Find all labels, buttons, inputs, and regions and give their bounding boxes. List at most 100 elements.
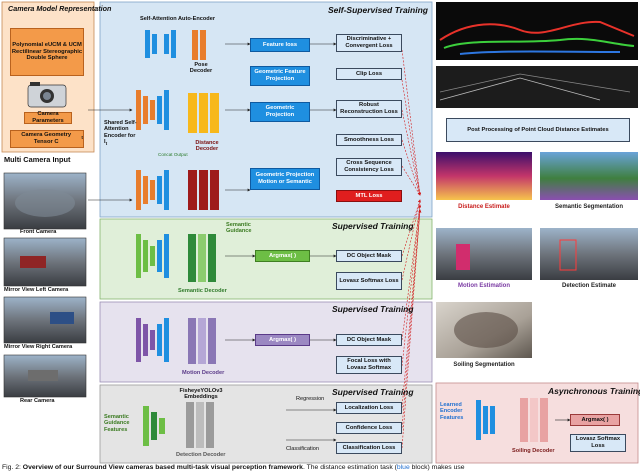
soiling-argmax-box: Argmax( ): [570, 414, 620, 426]
motion-argmax-text: Argmax( ): [268, 336, 297, 343]
classification-label: Classification: [286, 446, 319, 452]
cls-loss-box: Classification Loss: [336, 442, 402, 454]
semantic-dc-mask-text: DC Object Mask: [346, 252, 392, 259]
mtl-loss-text: MTL Loss: [355, 192, 383, 199]
motion-dc-mask-text: DC Object Mask: [346, 336, 392, 343]
smooth-loss-box: Smoothness Loss: [336, 134, 402, 146]
mtl-loss-box: MTL Loss: [336, 190, 402, 202]
motion-estimation-image: [436, 228, 532, 280]
camera-tensor-text: Camera Geometry Tensor C: [21, 132, 72, 145]
detection-guidance-network: [143, 406, 165, 446]
regression-label: Regression: [296, 396, 325, 402]
disc-loss-box: Discriminative + Convergent Loss: [336, 34, 402, 52]
detection-guidance-label: Semantic Guidance Features: [104, 414, 130, 433]
semantic-decoder-network: [188, 234, 216, 282]
caption-rest-a: . The distance estimation task (: [302, 464, 397, 471]
soiling-decoder-label: Soiling Decoder: [512, 448, 555, 454]
distance-estimate-image: [436, 152, 532, 200]
conf-loss-text: Confidence Loss: [345, 424, 393, 431]
camera-model-title: Camera Model Representation: [8, 4, 112, 13]
cross-seq-loss-box: Cross Sequence Consistency Loss: [336, 158, 402, 176]
distance-decoder-label: Distance Decoder: [195, 140, 219, 153]
motion-dc-mask-box: DC Object Mask: [336, 334, 402, 346]
feature-loss-text: Feature loss: [262, 41, 298, 48]
lidar-image: [436, 66, 638, 108]
distance-decoder-network: [188, 93, 219, 133]
semantic-encoder-network: [136, 234, 169, 278]
detection-decoder-network: [186, 402, 214, 448]
camera-model-panel: [1, 1, 95, 153]
loc-loss-box: Localization Loss: [336, 402, 402, 414]
motion-decoder-network: [188, 318, 216, 364]
distance-estimate-label: Distance Estimate: [458, 204, 510, 210]
pose-decoder-label: Pose Decoder: [189, 62, 213, 75]
caption-blue-word: blue: [396, 464, 410, 471]
pose-decoder-network: [192, 30, 206, 60]
autoencoder-network: [145, 30, 176, 58]
shared-encoder-label: Shared Self-Attention Encoder for It: [104, 120, 138, 148]
robust-loss-box: Robust Reconstruction Loss: [336, 100, 402, 118]
motion-encoder-network: [136, 318, 169, 362]
figure-caption: Fig. 2: Overview of our Surround View ca…: [0, 464, 640, 475]
cls-loss-text: Classification Loss: [342, 444, 396, 451]
conf-loss-box: Confidence Loss: [336, 422, 402, 434]
semantic-supervised-title: Supervised Training: [332, 221, 414, 231]
camera-models-box: Polynomial eUCM & UCM Rectilinear Stereo…: [10, 28, 84, 76]
semantic-guidance-label: Semantic Guidance: [226, 222, 252, 235]
multi-camera-title: Multi Camera Input: [4, 155, 71, 164]
semantic-lovasz-box: Lovasz Softmax Loss: [336, 272, 402, 290]
semantic-decoder-label: Semantic Decoder: [178, 288, 227, 294]
geom-proj-text: Geometric Projection: [265, 105, 295, 118]
semantic-seg-label: Semantic Segmentation: [554, 204, 623, 210]
distance-decoder-network-2: [188, 170, 219, 210]
semantic-argmax-text: Argmax( ): [268, 252, 297, 259]
detection-estimate-label: Detection Estimate: [561, 283, 616, 289]
soiling-encoder-network: [476, 400, 495, 440]
detection-supervised-title: Supervised Training: [332, 387, 414, 397]
geom-feature-proj-box: Geometric Feature Projection: [250, 66, 310, 86]
camera-params-box: Camera Parameters: [24, 111, 72, 124]
caption-rest-b: block) makes use: [409, 464, 465, 471]
blank-output-area: [540, 302, 638, 358]
shared-encoder-bottom: [136, 170, 169, 210]
post-processing-box: Post Processing of Point Cloud Distance …: [446, 118, 630, 142]
detection-decoder-label: Detection Decoder: [176, 452, 226, 458]
semantic-argmax-box: Argmax( ): [255, 250, 310, 262]
cross-seq-loss-text: Cross Sequence Consistency Loss: [344, 160, 394, 173]
left-camera-image: [3, 237, 87, 287]
caption-prefix: Fig. 2:: [2, 464, 23, 471]
geom-proj-box: Geometric Projection: [250, 102, 310, 122]
point-cloud-image: [436, 2, 638, 60]
clip-loss-text: Clip Loss: [355, 70, 383, 77]
loc-loss-text: Localization Loss: [344, 404, 394, 411]
soiling-decoder-network: [520, 398, 548, 442]
motion-argmax-box: Argmax( ): [255, 334, 310, 346]
motion-supervised-title: Supervised Training: [332, 304, 414, 314]
shared-encoder-text: Shared Self-Attention Encoder for I: [104, 120, 137, 146]
soiling-argmax-text: Argmax( ): [581, 416, 609, 423]
motion-estimation-label: Motion Estimation: [458, 283, 510, 289]
concat-label: Concat Output: [158, 152, 188, 157]
autoencoder-label: Self-Attention Auto-Encoder: [140, 16, 215, 22]
camera-label-rear: Rear Camera: [20, 398, 55, 404]
shared-encoder-sub: t: [105, 141, 108, 147]
motion-focal-box: Focal Loss with Lovasz Softmax: [336, 356, 402, 374]
semantic-segmentation-image: [540, 152, 638, 200]
robust-loss-text: Robust Reconstruction Loss: [340, 102, 398, 115]
self-supervised-title: Self-Supervised Training: [328, 5, 428, 15]
motion-decoder-label: Motion Decoder: [182, 370, 225, 376]
disc-loss-text: Discriminative + Convergent Loss: [345, 36, 393, 49]
caption-bold: Overview of our Surround View cameras ba…: [22, 464, 303, 471]
semantic-dc-mask-box: DC Object Mask: [336, 250, 402, 262]
soiling-lovasz-box: Lovasz Softmax Loss: [570, 434, 626, 452]
learned-features-label: Learned Encoder Features: [440, 402, 464, 421]
camera-label-front: Front Camera: [20, 229, 57, 235]
clip-loss-box: Clip Loss: [336, 68, 402, 80]
semantic-lovasz-text: Lovasz Softmax Loss: [339, 277, 399, 284]
geom-proj-motion-text: Geometric Projection Motion or Semantic: [255, 172, 315, 185]
post-processing-text: Post Processing of Point Cloud Distance …: [467, 126, 609, 133]
camera-params-text: Camera Parameters: [32, 111, 64, 124]
geom-feature-proj-text: Geometric Feature Projection: [254, 69, 306, 82]
